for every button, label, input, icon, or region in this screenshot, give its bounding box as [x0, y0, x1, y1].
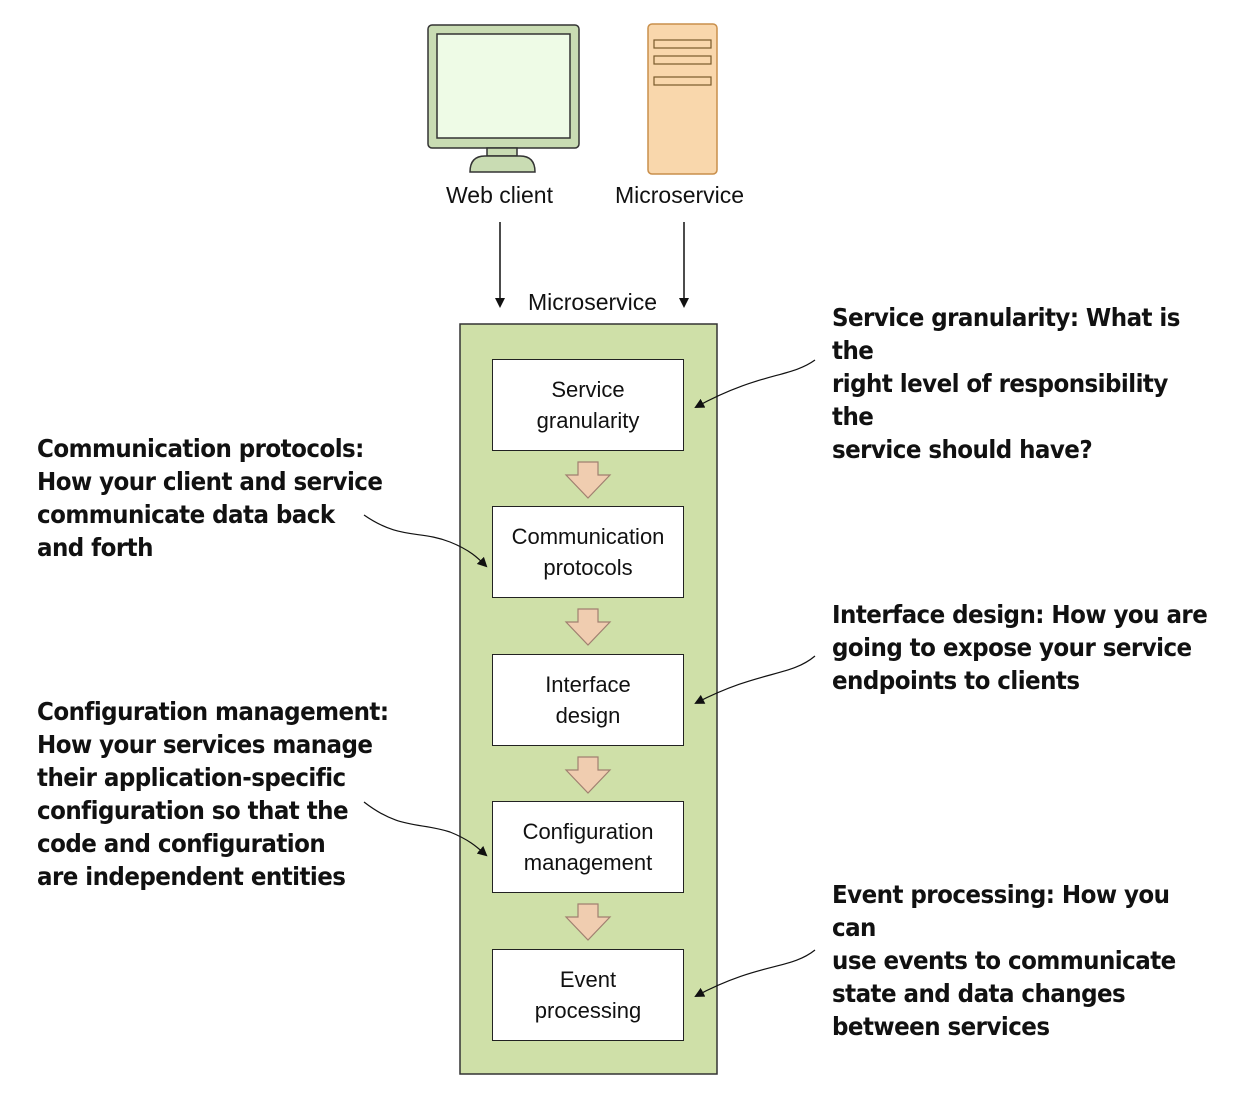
flow-arrows — [564, 461, 612, 941]
leader-configuration-management — [363, 801, 488, 857]
monitor-icon — [427, 24, 580, 173]
annotation-leaders — [363, 359, 816, 997]
flow-arrow — [564, 903, 612, 941]
server-icon — [647, 23, 718, 175]
web-client-label: Web client — [446, 182, 553, 208]
flow-arrow — [564, 461, 612, 499]
leader-event-processing — [694, 949, 816, 997]
annotation-service-granularity: Service granularity: What is the right l… — [832, 303, 1180, 464]
step-event-processing: Event processing — [492, 949, 684, 1041]
leader-interface-design — [694, 655, 816, 704]
flow-arrow — [564, 756, 612, 794]
step-interface-design: Interface design — [492, 654, 684, 746]
annotation-interface-design: Interface design: How you are going to e… — [832, 600, 1208, 695]
container-title: Microservice — [528, 289, 658, 315]
annotation-configuration-management: Configuration management: How your servi… — [37, 697, 389, 891]
leader-communication-protocols — [363, 514, 488, 568]
annotation-event-processing: Event processing: How you can use events… — [832, 880, 1176, 1041]
step-configuration-management: Configuration management — [492, 801, 684, 893]
annotation-communication-protocols: Communication protocols: How your client… — [37, 434, 383, 562]
step-communication-protocols: Communication protocols — [492, 506, 684, 598]
microservice-source-label: Microservice — [615, 182, 745, 208]
flow-arrow — [564, 608, 612, 646]
step-service-granularity: Service granularity — [492, 359, 684, 451]
leader-service-granularity — [694, 359, 816, 408]
